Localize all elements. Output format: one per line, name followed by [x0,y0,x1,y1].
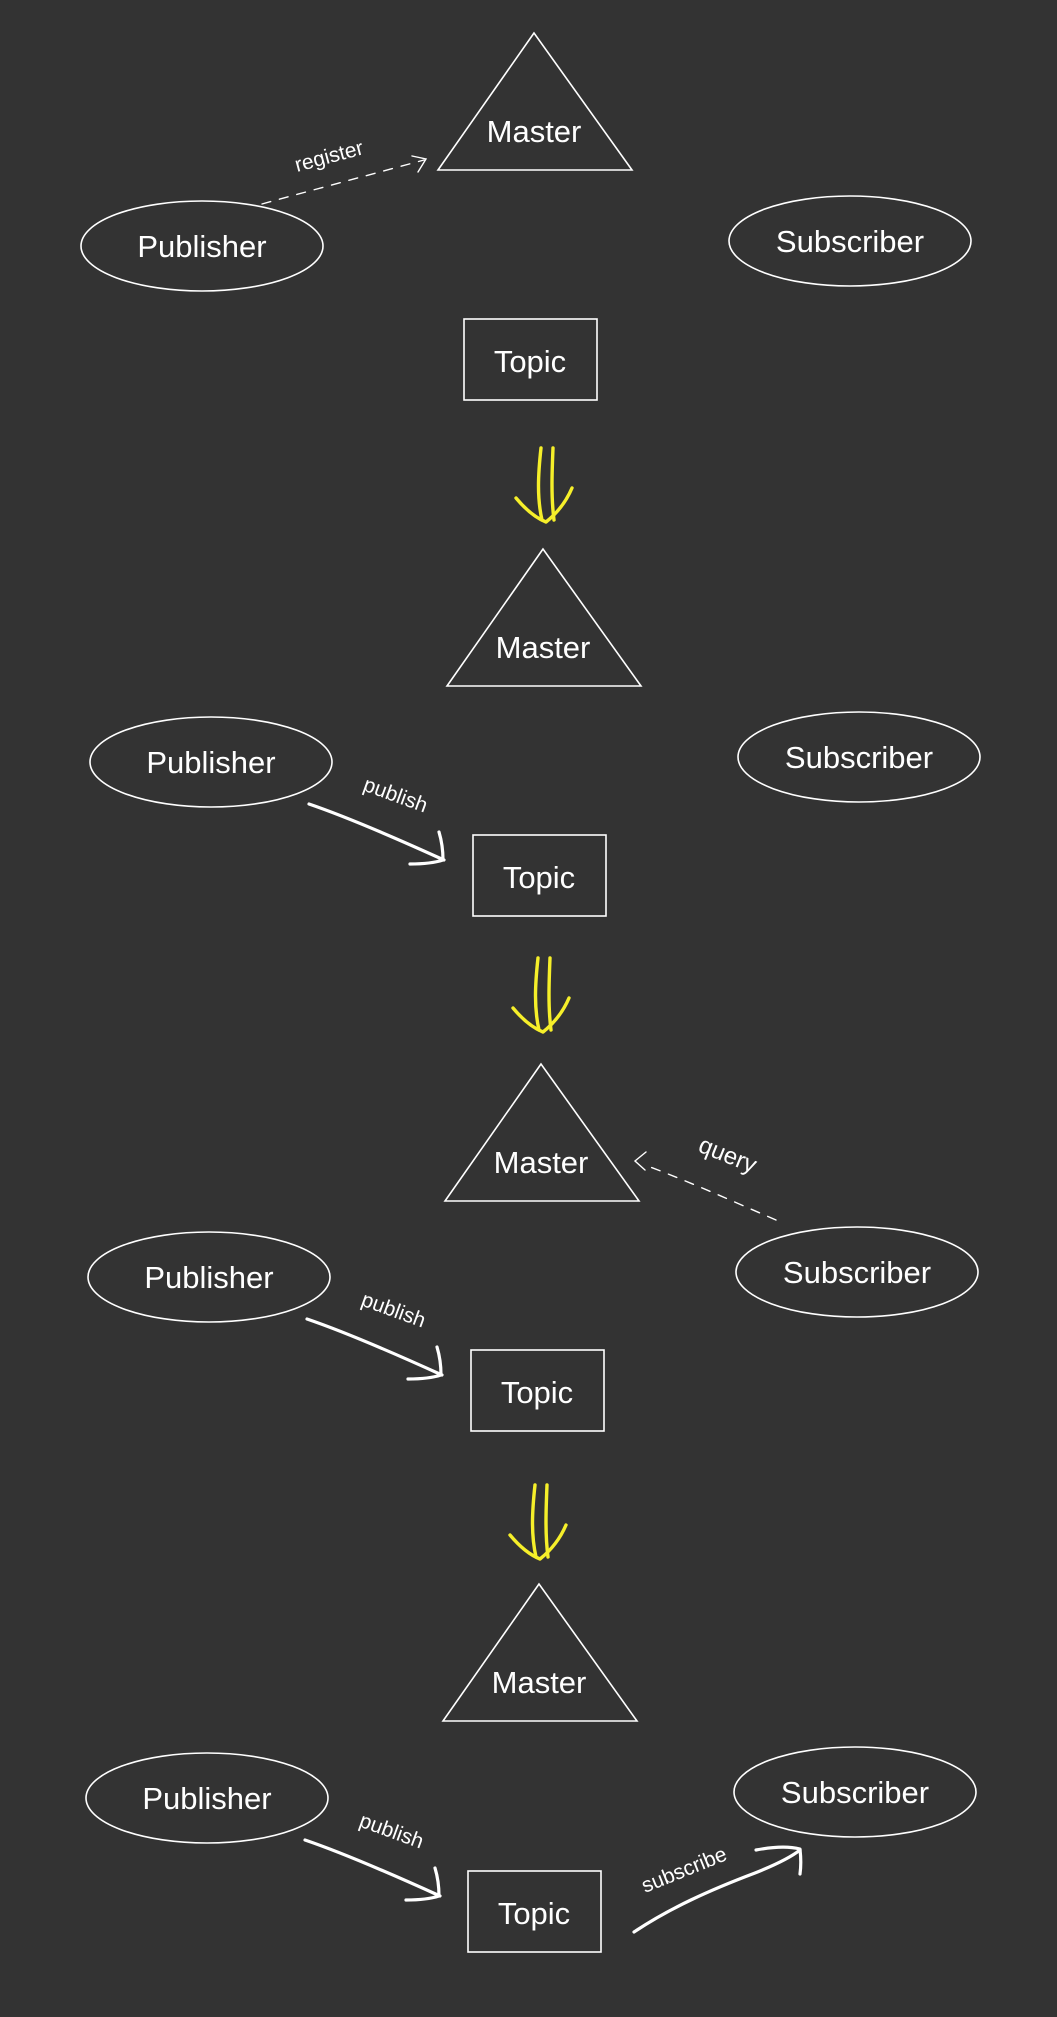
topic-label: Topic [494,344,566,379]
subscriber-label: Subscriber [783,1255,931,1290]
master-node [443,1062,641,1202]
subscriber-node [735,1226,979,1318]
publisher-node [89,716,333,808]
subscriber-label: Subscriber [785,740,933,775]
query-arrowhead [633,1151,647,1171]
publish-arrowhead [406,1345,443,1381]
topic-node [467,1870,602,1953]
publish-label: publish [360,773,430,817]
register-arrowhead [411,155,428,173]
publisher-label: Publisher [144,1260,273,1295]
publish-arrowhead [404,1866,441,1902]
topic-label: Topic [503,860,575,895]
publisher-node [87,1231,331,1323]
topic-node [463,318,598,401]
next-step-arrow-2 [511,956,571,1034]
publisher-label: Publisher [142,1781,271,1816]
stage-2: Master Publisher Subscriber Topic publis… [89,547,981,917]
topic-node [472,834,607,917]
next-step-arrow-1 [514,446,574,524]
publish-arrow [305,1317,444,1377]
stage-1: Master Publisher Subscriber Topic regist… [80,31,972,401]
subscribe-arrowhead [754,1845,803,1876]
master-node [445,547,643,687]
master-label: Master [487,114,582,149]
master-label: Master [494,1145,589,1180]
publisher-label: Publisher [146,745,275,780]
subscribe-arrow [632,1848,802,1934]
query-arrow [644,1164,777,1221]
topic-label: Topic [498,1896,570,1931]
master-label: Master [496,630,591,665]
subscriber-label: Subscriber [776,224,924,259]
subscriber-node [737,711,981,803]
publish-label: publish [358,1288,428,1332]
master-node [441,1582,639,1722]
publish-arrowhead [408,830,445,866]
publisher-node [85,1752,329,1844]
topic-label: Topic [501,1375,573,1410]
master-node [436,31,634,171]
subscriber-node [733,1746,977,1838]
next-step-arrow-3 [508,1483,568,1561]
publisher-label: Publisher [137,229,266,264]
subscriber-label: Subscriber [781,1775,929,1810]
publish-label: publish [356,1809,426,1853]
stage-4: Master Publisher Subscriber Topic publis… [85,1582,977,1953]
master-label: Master [492,1665,587,1700]
query-label: query [695,1132,761,1180]
subscriber-node [728,195,972,287]
register-label: register [292,136,366,176]
publish-arrow [303,1838,442,1898]
publish-arrow [307,802,446,862]
publisher-node [80,200,324,292]
topic-node [470,1349,605,1432]
stage-3: Master Publisher Subscriber Topic publis… [87,1062,979,1432]
register-arrow [261,159,425,205]
